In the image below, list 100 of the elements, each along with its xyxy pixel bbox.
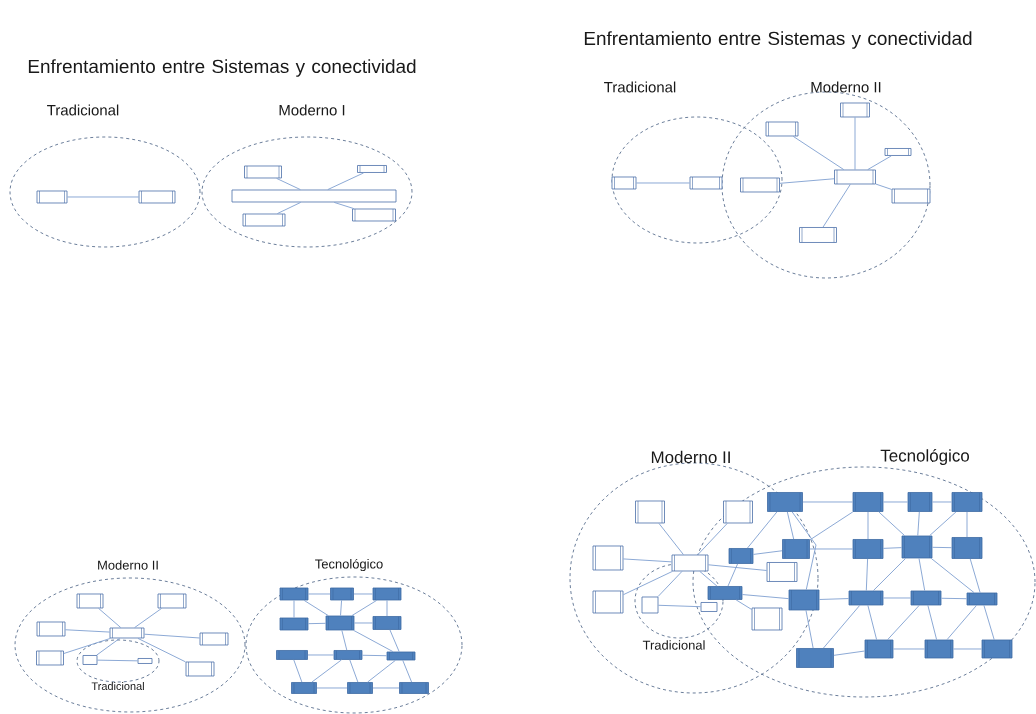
connector-line <box>927 604 938 641</box>
connector-line <box>791 511 817 591</box>
connector-line <box>293 599 295 619</box>
connector-line <box>333 201 355 210</box>
system-label: Tradicional <box>642 640 705 650</box>
component-block <box>347 682 373 694</box>
component-box <box>766 562 798 582</box>
connector-line <box>66 196 140 198</box>
connector-line <box>134 607 163 629</box>
connector-line <box>946 604 977 641</box>
connector-line <box>966 511 968 538</box>
connector-line <box>969 558 981 594</box>
connector-line <box>822 183 851 228</box>
connector-line <box>341 629 348 651</box>
component-box <box>242 213 286 227</box>
component-block <box>782 539 810 559</box>
connector-line <box>872 557 907 592</box>
connector-line <box>697 522 728 556</box>
connector-line <box>822 604 861 649</box>
component-box <box>76 593 104 609</box>
system-label: Tradicional <box>604 81 676 93</box>
connector-line <box>340 599 342 617</box>
component-box <box>799 227 837 243</box>
connector-line <box>389 629 400 653</box>
component-box <box>891 188 931 204</box>
component-box <box>834 169 876 185</box>
connector-line <box>875 183 893 190</box>
connector-line <box>931 501 953 503</box>
system-label: Tradicional <box>47 104 119 116</box>
component-box <box>840 102 870 118</box>
connector-line <box>940 597 968 600</box>
connector-line <box>727 563 739 587</box>
component-box <box>700 602 718 612</box>
system-label: Moderno II <box>811 81 881 93</box>
connector-line <box>833 650 866 656</box>
component-block <box>399 682 429 694</box>
connector-line <box>707 564 768 571</box>
connector-line <box>809 548 854 550</box>
system-label: Tecnológico <box>880 449 969 465</box>
component-block <box>924 639 954 659</box>
connector-line <box>882 501 909 503</box>
system-label: Moderno II <box>651 450 730 464</box>
connector-line <box>276 177 301 191</box>
component-box <box>199 632 229 646</box>
component-block <box>279 587 309 601</box>
connector-line <box>307 593 331 595</box>
connector-line <box>882 597 912 599</box>
connector-line <box>96 637 121 656</box>
connector-line <box>878 511 906 537</box>
connector-line <box>353 593 374 595</box>
connector-line <box>854 116 856 171</box>
title: Enfrentamiento entre Sistemas y conectividad <box>28 59 416 77</box>
component-box <box>352 208 396 222</box>
connector-line <box>63 637 111 654</box>
component-box <box>36 650 64 666</box>
connector-line <box>930 557 975 594</box>
component-box <box>592 545 624 571</box>
component-box <box>82 655 98 665</box>
connector-line <box>809 511 854 541</box>
connector-line <box>699 570 718 587</box>
component-block <box>279 617 309 631</box>
connector-line <box>349 659 359 683</box>
connector-line <box>887 604 920 641</box>
component-block <box>386 651 416 661</box>
connector-line <box>307 654 335 656</box>
component-block <box>951 492 983 512</box>
component-box <box>765 121 799 137</box>
component-block <box>852 539 884 559</box>
connector-line <box>867 511 869 540</box>
connector-line <box>402 659 413 683</box>
connector-line <box>983 604 995 641</box>
connector-line <box>64 629 111 633</box>
connector-line <box>892 648 926 650</box>
connector-line <box>622 570 673 596</box>
connector-line <box>792 135 845 171</box>
system-label: Tecnológico <box>315 558 383 572</box>
component-block <box>848 590 884 606</box>
component-box <box>157 593 187 609</box>
connector-line <box>96 659 139 662</box>
connector-line <box>361 654 388 657</box>
component-block <box>796 648 834 668</box>
connector-line <box>372 687 400 689</box>
component-box <box>635 500 665 524</box>
connector-line <box>303 599 329 617</box>
component-block <box>901 535 933 559</box>
component-box <box>244 165 282 179</box>
component-box <box>751 607 783 631</box>
component-block <box>907 492 933 512</box>
connector-line <box>735 599 753 610</box>
connector-line <box>307 622 327 625</box>
component-block <box>910 590 942 606</box>
component-block <box>728 548 754 564</box>
component-box <box>671 554 709 572</box>
connector-line <box>98 607 122 629</box>
connector-line <box>137 637 187 663</box>
component-block <box>852 492 884 512</box>
title: Enfrentamiento entre Sistemas y conectividad <box>584 31 972 49</box>
connector-line <box>917 511 920 537</box>
component-box <box>357 165 387 173</box>
component-box <box>611 176 637 190</box>
